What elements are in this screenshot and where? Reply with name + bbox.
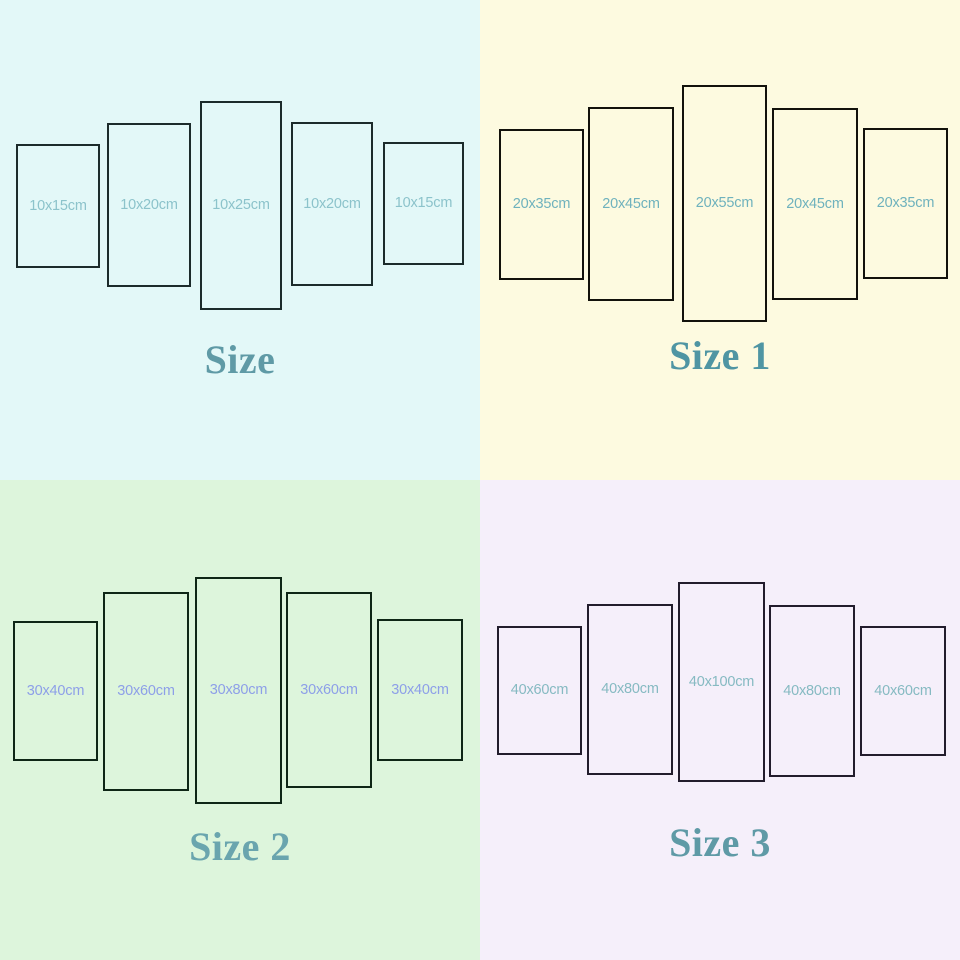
canvas-panel[interactable]: 30x80cm	[195, 577, 282, 804]
panel-group-size: 10x15cm 10x20cm 10x25cm 10x20cm 10x15cm	[0, 0, 480, 480]
panel-size-label: 40x60cm	[874, 682, 932, 699]
canvas-panel[interactable]: 20x45cm	[772, 108, 858, 300]
panel-size-label: 30x40cm	[391, 681, 449, 698]
canvas-panel[interactable]: 10x20cm	[291, 122, 373, 286]
panel-size-label: 30x80cm	[209, 682, 268, 699]
panel-size-label: 20x35cm	[876, 195, 935, 212]
canvas-panel[interactable]: 40x60cm	[497, 626, 582, 755]
canvas-panel[interactable]: 10x20cm	[107, 123, 191, 287]
panel-size-label: 20x35cm	[512, 196, 571, 213]
canvas-panel[interactable]: 30x40cm	[377, 619, 463, 761]
panel-size-label: 10x25cm	[212, 197, 270, 214]
panel-size-label: 40x80cm	[783, 682, 841, 699]
canvas-panel[interactable]: 20x45cm	[588, 107, 674, 301]
canvas-panel[interactable]: 10x25cm	[200, 101, 282, 310]
panel-size-label: 30x40cm	[26, 682, 85, 699]
panel-group-size-2: 30x40cm 30x60cm 30x80cm 30x60cm 30x40cm	[0, 480, 480, 960]
panel-size-label: 10x20cm	[120, 196, 178, 213]
canvas-panel[interactable]: 40x100cm	[678, 582, 765, 782]
panel-group-size-1: 20x35cm 20x45cm 20x55cm 20x45cm 20x35cm	[480, 0, 960, 480]
canvas-panel[interactable]: 20x55cm	[682, 85, 767, 322]
canvas-panel[interactable]: 40x80cm	[769, 605, 855, 777]
canvas-panel[interactable]: 40x80cm	[587, 604, 673, 775]
canvas-panel[interactable]: 20x35cm	[863, 128, 948, 279]
panel-size-label: 30x60cm	[117, 683, 175, 700]
canvas-panel[interactable]: 30x60cm	[103, 592, 189, 791]
panel-size-label: 20x55cm	[695, 195, 754, 212]
canvas-panel[interactable]: 40x60cm	[860, 626, 946, 756]
canvas-panel[interactable]: 20x35cm	[499, 129, 584, 280]
canvas-panel[interactable]: 30x60cm	[286, 592, 372, 788]
size-option-title: Size 1	[669, 333, 771, 378]
size-option-title: Size	[204, 337, 276, 382]
panel-size-label: 10x20cm	[303, 195, 361, 212]
size-option-title: Size 2	[189, 824, 291, 869]
canvas-panel[interactable]: 10x15cm	[16, 144, 100, 268]
panel-size-label: 10x15cm	[394, 195, 453, 212]
canvas-panel[interactable]: 10x15cm	[383, 142, 464, 265]
panel-size-label: 10x15cm	[29, 197, 87, 214]
canvas-panel[interactable]: 30x40cm	[13, 621, 98, 761]
panel-size-label: 40x100cm	[688, 673, 755, 690]
panel-size-label: 40x60cm	[510, 682, 569, 699]
panel-group-size-3: 40x60cm 40x80cm 40x100cm 40x80cm 40x60cm	[480, 480, 960, 960]
size-option-title: Size 3	[669, 820, 771, 865]
panel-size-label: 20x45cm	[786, 195, 844, 212]
panel-size-label: 40x80cm	[601, 681, 659, 698]
panel-size-label: 30x60cm	[300, 681, 358, 698]
panel-size-label: 20x45cm	[602, 195, 660, 212]
